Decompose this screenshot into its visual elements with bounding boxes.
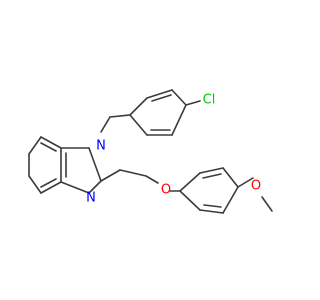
bond: [119, 169, 147, 177]
bond: [100, 169, 121, 182]
bond: [40, 136, 62, 149]
bond: [28, 136, 42, 155]
bond: [28, 175, 42, 194]
bond: [129, 97, 148, 116]
oxygen-atom-label: O: [161, 183, 171, 198]
bond: [100, 116, 111, 133]
molecule-structure: N N O O Cl: [28, 89, 273, 214]
bond: [40, 181, 62, 194]
bond: [261, 196, 273, 212]
bond: [151, 94, 172, 102]
bond: [40, 142, 57, 152]
bond: [60, 181, 90, 194]
bond: [179, 172, 201, 192]
bond: [145, 175, 159, 184]
bond: [171, 89, 187, 106]
oxygen-atom-label: O: [251, 179, 261, 194]
bond: [199, 209, 224, 214]
bond: [222, 186, 239, 214]
bond: [179, 190, 201, 211]
bond-lines: [28, 89, 273, 214]
bond: [199, 167, 224, 174]
bond: [129, 114, 148, 136]
bond: [185, 100, 201, 106]
nitrogen-atom-label: N: [86, 191, 96, 206]
bond: [202, 173, 222, 179]
bond: [88, 180, 102, 194]
bond: [109, 114, 131, 118]
bond: [171, 104, 187, 136]
nitrogen-atom-label: N: [96, 139, 106, 154]
bond: [40, 178, 57, 188]
bond: [146, 89, 173, 99]
bond: [203, 204, 222, 208]
bond: [222, 167, 239, 188]
chlorine-atom-label: Cl: [203, 93, 216, 108]
bond: [88, 147, 102, 182]
bond: [237, 177, 254, 188]
